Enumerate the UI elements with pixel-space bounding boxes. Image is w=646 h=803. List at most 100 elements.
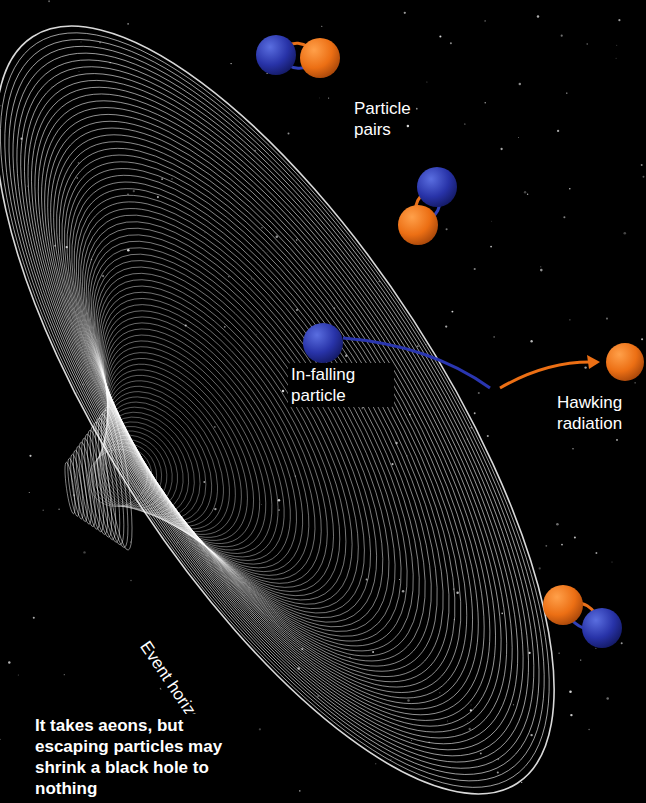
star (493, 336, 494, 337)
star (404, 12, 406, 14)
star (127, 23, 129, 25)
star (0, 105, 2, 107)
star (478, 392, 480, 394)
star (606, 697, 609, 700)
star (157, 196, 159, 198)
star (446, 228, 448, 230)
star (569, 690, 572, 693)
star (127, 249, 130, 252)
star (641, 338, 643, 340)
star (228, 276, 229, 277)
funnel-ring (79, 340, 276, 564)
star (416, 108, 418, 110)
star (540, 266, 541, 267)
pair-label: Particle pairs (354, 98, 434, 140)
star (282, 390, 285, 393)
particle-label: In-falling particle (288, 363, 394, 407)
star (474, 412, 476, 414)
funnel-ring (23, 168, 454, 683)
escaping-particle (606, 343, 644, 381)
funnel-ring (0, 114, 507, 726)
funnel-ring (78, 334, 284, 569)
star (616, 439, 618, 441)
particle-pair (398, 167, 457, 245)
star (266, 252, 268, 254)
star (485, 102, 486, 103)
star (33, 617, 35, 619)
star (318, 97, 320, 99)
star (480, 752, 482, 754)
star (402, 590, 404, 592)
funnel-ring (2, 122, 500, 720)
star (530, 734, 532, 736)
star (470, 704, 472, 706)
star (464, 124, 465, 125)
star (467, 720, 469, 722)
funnel-ring (0, 106, 514, 732)
star (83, 551, 85, 553)
funnel-ring (70, 300, 320, 590)
funnel-ring (0, 0, 629, 803)
star (618, 19, 620, 21)
funnel-ring (0, 59, 558, 772)
star (569, 319, 570, 320)
funnel-ring (0, 3, 608, 803)
star (18, 675, 19, 676)
star (501, 613, 503, 615)
funnel-ring (50, 235, 387, 633)
star (439, 692, 440, 693)
star (328, 98, 329, 99)
star (487, 435, 489, 437)
star (557, 130, 559, 132)
particle-pair (256, 35, 340, 78)
star (611, 561, 612, 562)
funnel-ring (27, 176, 447, 678)
star (545, 545, 547, 547)
funnel-ring (64, 279, 342, 604)
star (259, 728, 261, 730)
star (530, 340, 532, 342)
funnel-ring (83, 365, 248, 549)
star (58, 509, 60, 511)
star (563, 216, 565, 218)
star (64, 674, 65, 675)
star (426, 81, 427, 82)
star (299, 790, 301, 792)
funnel-ring (82, 359, 255, 553)
star (29, 455, 31, 457)
funnel-ring (71, 307, 312, 586)
funnel-ring (39, 206, 417, 655)
star (417, 345, 419, 347)
star (261, 227, 262, 228)
star (439, 35, 441, 37)
funnel-throat (63, 462, 77, 514)
star (407, 125, 409, 127)
funnel-ring (0, 35, 580, 792)
star (80, 41, 82, 43)
radiation-label: Hawking radiation (554, 391, 646, 435)
star (572, 448, 573, 449)
star (580, 659, 581, 660)
funnel-ring (42, 213, 410, 649)
funnel-throat (73, 445, 94, 525)
funnel-ring (0, 67, 551, 765)
star (450, 42, 452, 44)
star (456, 591, 459, 594)
star (48, 0, 50, 2)
star (230, 63, 231, 64)
star (537, 15, 539, 17)
star (407, 699, 409, 701)
star (616, 58, 617, 59)
star (513, 704, 514, 705)
star (595, 648, 596, 649)
particle-pair (543, 585, 622, 648)
star (624, 232, 627, 235)
star (278, 509, 280, 511)
star (616, 44, 618, 46)
funnel-ring (45, 221, 402, 644)
funnel-ring (73, 313, 305, 581)
star (411, 740, 413, 742)
funnel-ring (0, 83, 536, 752)
